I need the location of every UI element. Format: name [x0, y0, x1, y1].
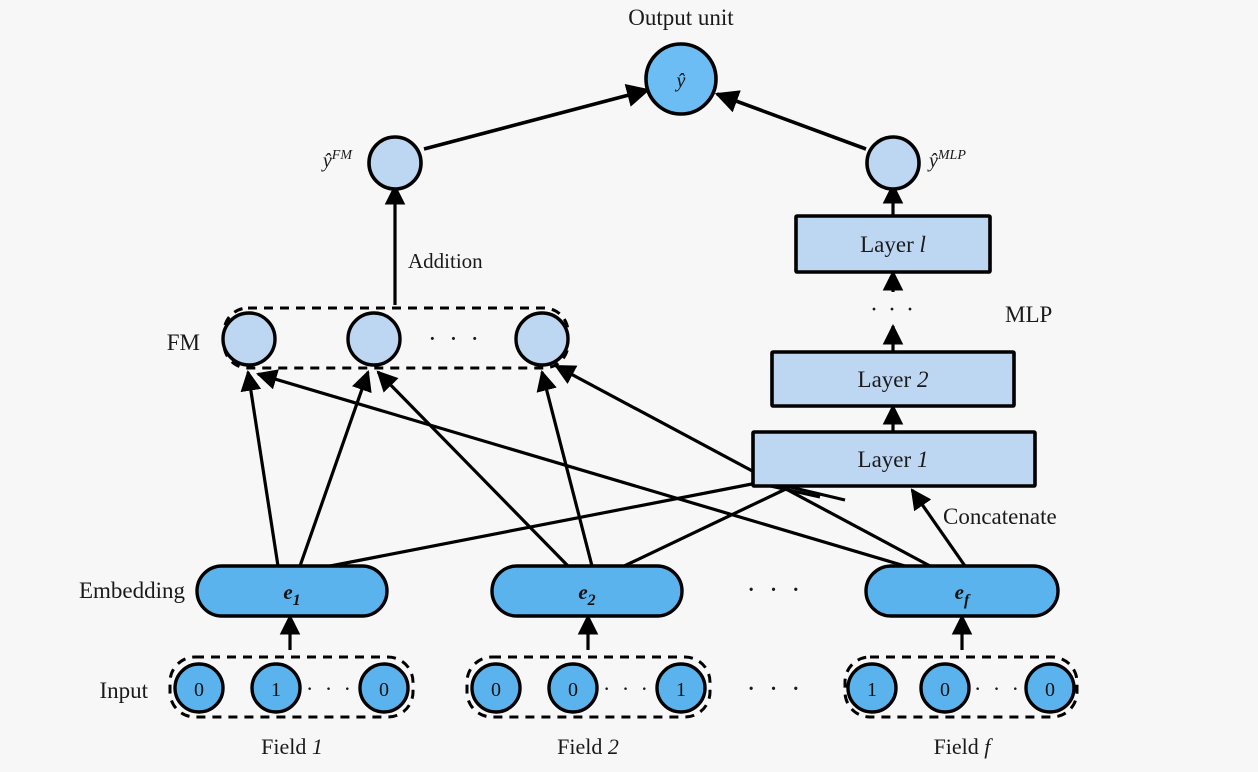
- input-field-f: 1 0 · · · 0: [843, 655, 1079, 719]
- input-node-f-3[interactable]: 0: [1024, 662, 1076, 714]
- input-node-f-2[interactable]: 0: [919, 662, 971, 714]
- addition-annotation: Addition: [408, 249, 483, 273]
- input-node-1-3[interactable]: 0: [358, 662, 410, 714]
- input-node-1-1[interactable]: 0: [173, 662, 225, 714]
- fm-node-3[interactable]: [514, 311, 570, 367]
- embedding-box-2-label: e2: [578, 580, 595, 609]
- input-node-2-1-value: 0: [491, 679, 501, 701]
- input-node-1-1-value: 0: [194, 679, 204, 701]
- input-group-dots: · · ·: [747, 674, 804, 705]
- fm-node-dots: · · ·: [428, 324, 482, 353]
- output-node-label: ŷ: [675, 70, 686, 92]
- input-node-2-2-value: 0: [568, 679, 578, 701]
- fm-output-node[interactable]: [367, 135, 423, 191]
- embedding-side-label: Embedding: [79, 578, 186, 603]
- mlp-layer-l-label: Layer l: [860, 232, 926, 257]
- mlp-layer-1-label: Layer 1: [858, 447, 929, 472]
- embedding-box-f[interactable]: ef: [864, 564, 1060, 618]
- input-node-f-1[interactable]: 1: [846, 662, 898, 714]
- input-node-1-3-value: 0: [379, 679, 389, 701]
- input-field-2: 0 0 · · · 1: [465, 655, 712, 719]
- input-node-2-1[interactable]: 0: [470, 662, 522, 714]
- mlp-label: MLP: [1005, 302, 1052, 327]
- input-field-f-dots: · · ·: [974, 676, 1022, 701]
- input-field-1-dots: · · ·: [306, 676, 354, 701]
- embedding-box-1[interactable]: e1: [195, 564, 389, 618]
- embedding-box-f-label: ef: [955, 580, 971, 609]
- input-node-2-3-value: 1: [676, 679, 686, 701]
- input-field-2-outline: [465, 655, 712, 719]
- input-node-1-2-value: 1: [271, 679, 281, 701]
- input-field-2-dots: · · ·: [603, 676, 651, 701]
- mlp-layer-1[interactable]: Layer 1: [751, 430, 1037, 488]
- input-node-1-2[interactable]: 1: [250, 662, 302, 714]
- edges-to-output: [423, 84, 867, 151]
- input-node-f-2-value: 0: [940, 679, 950, 701]
- fm-node-2[interactable]: [346, 311, 402, 367]
- edges-input-to-embedding: [279, 613, 973, 650]
- input-field-1-outline: [168, 655, 415, 719]
- mlp-output-node-label: ŷMLP: [927, 148, 966, 172]
- input-field-1: 0 1 · · · 0: [168, 655, 415, 719]
- edges-embedding-to-fm: [240, 364, 967, 570]
- input-node-f-1-value: 1: [867, 679, 877, 701]
- mlp-layer-l[interactable]: Layer l: [794, 214, 992, 274]
- fm-side-label: FM: [167, 330, 200, 355]
- output-node[interactable]: ŷ: [644, 42, 718, 116]
- input-field-f-outline: [843, 655, 1079, 719]
- input-field-f-label: Field f: [934, 734, 994, 759]
- input-side-label: Input: [99, 678, 148, 703]
- embedding-box-2[interactable]: e2: [490, 564, 684, 618]
- concatenate-annotation: Concatenate: [943, 504, 1057, 529]
- input-node-f-3-value: 0: [1045, 679, 1055, 701]
- fm-output-node-label: ŷFM: [321, 148, 353, 172]
- input-node-2-2[interactable]: 0: [547, 662, 599, 714]
- input-node-2-3[interactable]: 1: [655, 662, 707, 714]
- output-unit-label: Output unit: [628, 5, 734, 30]
- embedding-box-1-label: e1: [283, 580, 300, 609]
- embedding-row-dots: · · ·: [747, 575, 804, 606]
- input-field-2-label: Field 2: [557, 734, 619, 759]
- mlp-layer-2-label: Layer 2: [858, 367, 929, 392]
- fm-node-1[interactable]: [221, 311, 277, 367]
- mlp-output-node[interactable]: [865, 135, 921, 191]
- mlp-vertical-dots: · · ·: [870, 297, 916, 323]
- mlp-layer-2[interactable]: Layer 2: [770, 350, 1016, 408]
- input-field-1-label: Field 1: [261, 734, 323, 759]
